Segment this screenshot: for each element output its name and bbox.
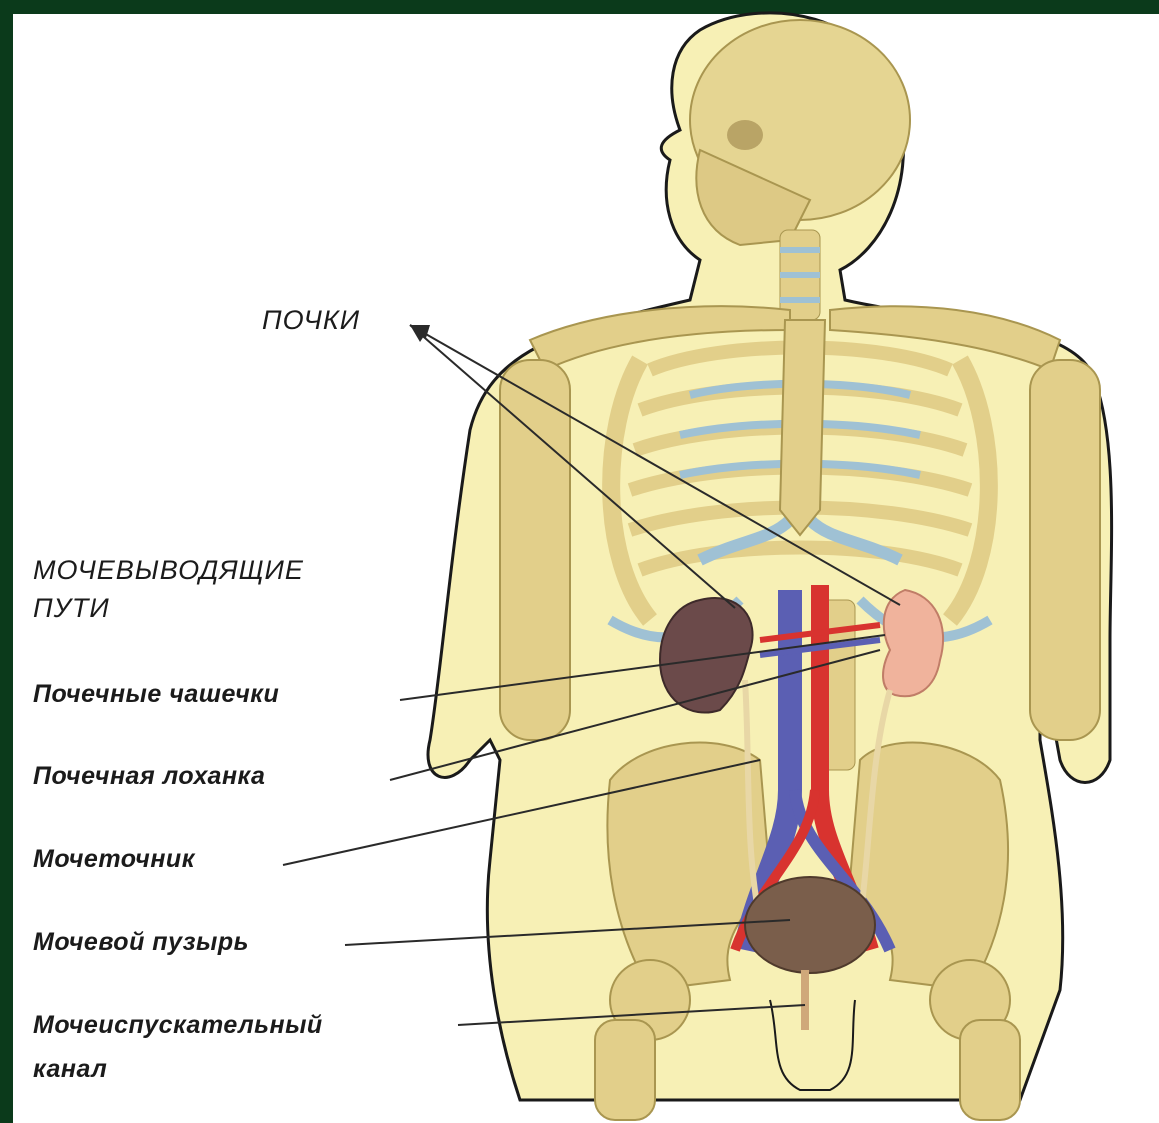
label-urethra-line2: канал [33,1055,107,1084]
label-urinary-tract-line1: МОЧЕВЫВОДЯЩИЕ [33,555,304,586]
label-bladder: Мочевой пузырь [33,928,249,957]
label-renal-calyces: Почечные чашечки [33,680,279,709]
label-renal-pelvis: Почечная лоханка [33,762,265,791]
label-urethra-line1: Мочеиспускательный [33,1011,323,1040]
label-kidneys: ПОЧКИ [262,305,360,336]
label-ureter: Мочеточник [33,845,195,874]
sternum [780,320,825,535]
label-urinary-tract-line2: ПУТИ [33,593,110,624]
